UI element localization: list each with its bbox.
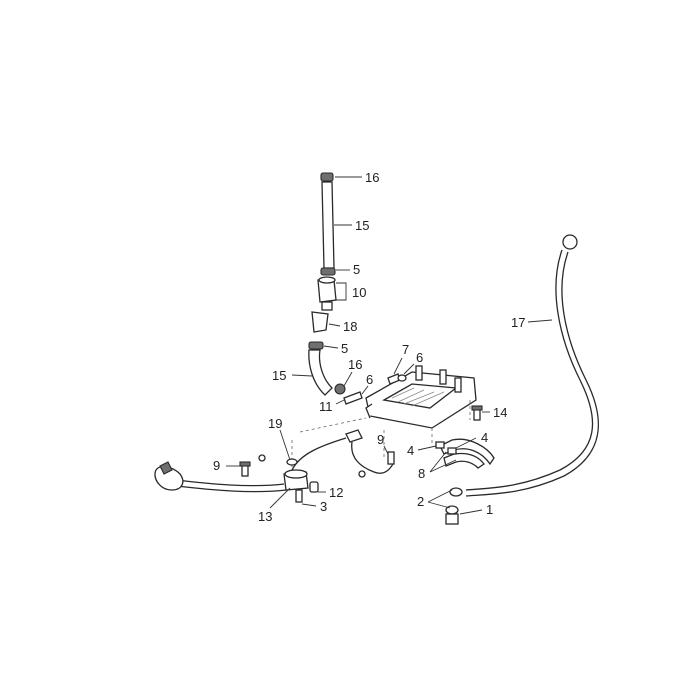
callout-17: 17 bbox=[511, 315, 525, 330]
callout-15-bottom: 15 bbox=[272, 368, 286, 383]
callout-5-top: 5 bbox=[353, 262, 360, 277]
harness-terminal bbox=[159, 461, 173, 475]
callout-7: 7 bbox=[402, 342, 409, 357]
pipe-8-lower bbox=[443, 452, 485, 469]
sensor-wire-right bbox=[351, 441, 395, 474]
bolt-1 bbox=[445, 513, 459, 525]
harness-wire-b bbox=[175, 485, 287, 493]
plate-stud-c bbox=[454, 377, 462, 393]
plate-hatching bbox=[391, 387, 445, 407]
wire-terminal-right bbox=[358, 470, 366, 478]
screw-3 bbox=[295, 489, 303, 503]
upper-hose-assembly bbox=[308, 172, 346, 396]
hose-clamp-5-upper bbox=[320, 267, 336, 276]
connector-plug bbox=[345, 429, 363, 443]
callout-18: 18 bbox=[343, 319, 357, 334]
sensor-cap bbox=[284, 469, 308, 479]
callout-2: 2 bbox=[417, 494, 424, 509]
fuel-hose-lower bbox=[308, 349, 333, 396]
callout-6-mid: 6 bbox=[366, 372, 373, 387]
callout-19: 19 bbox=[268, 416, 282, 431]
fuel-filter-cap bbox=[318, 276, 336, 284]
bolt-14-head bbox=[471, 405, 483, 411]
callout-4-right: 4 bbox=[481, 430, 488, 445]
harness-wire-a bbox=[175, 479, 285, 487]
callout-16-top: 16 bbox=[365, 170, 379, 185]
fuel-hose-upper bbox=[321, 181, 335, 269]
screw-9-right bbox=[387, 451, 395, 465]
hose-clamp-lower bbox=[334, 383, 346, 395]
callout-3: 3 bbox=[320, 499, 327, 514]
sensor-wire-left bbox=[291, 437, 347, 471]
fitting-4-a bbox=[435, 441, 445, 449]
callout-5-bottom: 5 bbox=[341, 341, 348, 356]
wire-terminal-left bbox=[258, 454, 266, 462]
callout-9-left: 9 bbox=[213, 458, 220, 473]
callout-6-top: 6 bbox=[416, 350, 423, 365]
bolt-14 bbox=[471, 405, 483, 421]
screw-9-left-head bbox=[239, 461, 251, 467]
sensor-wiring bbox=[154, 429, 395, 503]
callout-labels: 16 15 5 10 18 5 15 7 6 16 6 11 17 14 19 … bbox=[213, 170, 525, 524]
hose-fitting bbox=[311, 311, 329, 333]
banjo-fitting bbox=[343, 391, 363, 405]
pipe-8-upper bbox=[439, 438, 495, 466]
callout-15-top: 15 bbox=[355, 218, 369, 233]
fuel-filter-neck bbox=[321, 301, 333, 311]
hose-clamp-top bbox=[320, 172, 334, 182]
plate-stud-a bbox=[415, 365, 423, 381]
leader-lines bbox=[226, 176, 553, 515]
callout-16-mid: 16 bbox=[348, 357, 362, 372]
washer-6 bbox=[397, 374, 407, 382]
washer-2-upper bbox=[449, 487, 463, 497]
callout-13: 13 bbox=[258, 509, 272, 524]
plate-stud-b bbox=[439, 369, 447, 385]
callout-4-left: 4 bbox=[407, 443, 414, 458]
long-hose-outer-b bbox=[465, 251, 600, 497]
callout-12: 12 bbox=[329, 485, 343, 500]
hose-end-fitting bbox=[562, 234, 578, 250]
callout-9-right: 9 bbox=[377, 432, 384, 447]
tank-mounting-plate bbox=[343, 365, 477, 429]
callout-10: 10 bbox=[352, 285, 366, 300]
seal-12 bbox=[309, 481, 319, 493]
plate-flange bbox=[365, 403, 373, 419]
pipe-assembly bbox=[435, 438, 495, 469]
washer-19 bbox=[286, 458, 298, 466]
long-hose-outer-a bbox=[465, 249, 594, 491]
callout-1: 1 bbox=[486, 502, 493, 517]
hose-clamp-5-lower bbox=[308, 341, 324, 350]
fitting-4-b bbox=[447, 447, 457, 455]
callout-11: 11 bbox=[319, 399, 333, 414]
callout-14: 14 bbox=[493, 405, 507, 420]
callout-8: 8 bbox=[418, 466, 425, 481]
